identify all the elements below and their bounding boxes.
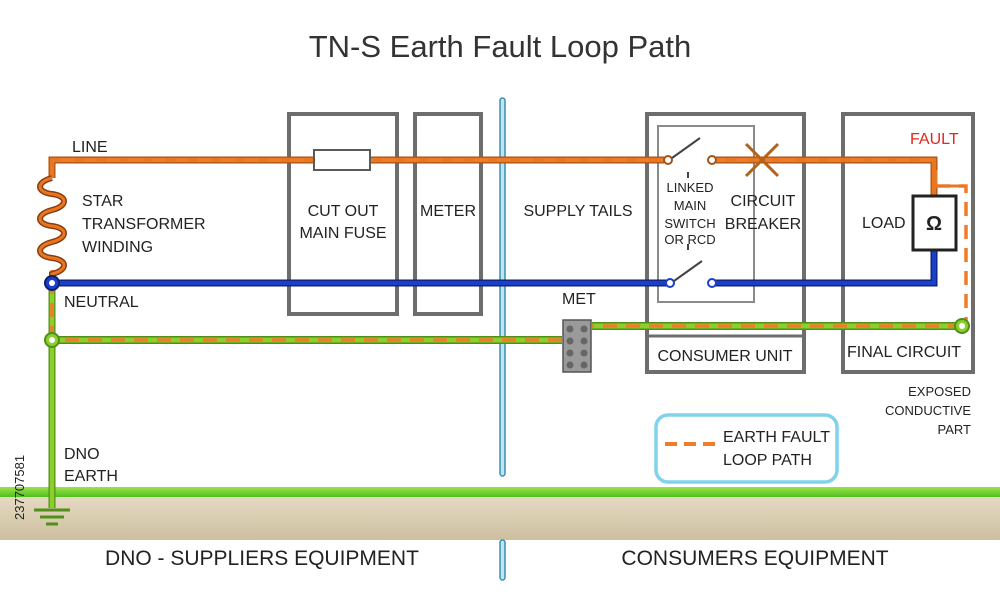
met-terminal-block-icon: [562, 319, 592, 373]
neutral-label: NEUTRAL: [64, 294, 139, 311]
consumers-equipment-label: CONSUMERS EQUIPMENT: [621, 547, 888, 570]
star-label: STAR: [82, 193, 123, 210]
circuit-breaker-icon: [744, 142, 780, 178]
part-label: PART: [938, 422, 972, 437]
conductive-label: CONDUCTIVE: [885, 403, 971, 418]
exposed-label: EXPOSED: [908, 384, 971, 399]
line-label: LINE: [72, 139, 108, 156]
winding-label: WINDING: [82, 239, 153, 256]
legend-label-line1: EARTH FAULT: [723, 429, 830, 446]
supply-tails-label: SUPPLY TAILS: [523, 203, 632, 220]
ground-soil: [0, 494, 1000, 540]
watermark-id: 237707581: [12, 455, 27, 520]
cut-out-label: CUT OUT: [308, 203, 379, 220]
earth-junction-dno-center: [49, 337, 55, 343]
main-switch-box: [657, 125, 755, 303]
breaker-label: BREAKER: [725, 216, 801, 233]
linked-label: LINKED: [667, 180, 714, 195]
main-switch-neutral-icon: [665, 260, 717, 288]
main-fuse-icon: [313, 149, 371, 171]
page-title: TN-S Earth Fault Loop Path: [309, 29, 692, 64]
consumer-unit-label: CONSUMER UNIT: [657, 348, 792, 365]
or-rcd-label: OR RCD: [664, 232, 715, 247]
fault-connection: [934, 170, 966, 188]
ground-symbol-icon: [34, 508, 70, 526]
meter-label: METER: [420, 203, 476, 220]
main-switch-line-icon: [663, 137, 717, 165]
neutral-star-point-center: [49, 280, 55, 286]
earth-label: EARTH: [64, 468, 118, 485]
dno-label: DNO: [64, 446, 100, 463]
earth-fault-loop-path: [50, 158, 968, 342]
dno-suppliers-equipment-label: DNO - SUPPLIERS EQUIPMENT: [105, 547, 419, 570]
boundary-divider: [499, 97, 506, 581]
met-label: MET: [562, 291, 596, 308]
transformer-winding-icon: [37, 175, 67, 283]
earth-junction-load-center: [959, 323, 965, 329]
load-label: LOAD: [862, 215, 906, 232]
load-symbol: Ω: [926, 213, 942, 235]
switch-label: SWITCH: [664, 216, 715, 231]
main-label: MAIN: [674, 198, 707, 213]
transformer-label: TRANSFORMER: [82, 216, 206, 233]
final-circuit-label: FINAL CIRCUIT: [847, 344, 961, 361]
circuit-label: CIRCUIT: [731, 193, 796, 210]
load-icon: [911, 194, 958, 252]
legend: [654, 413, 839, 484]
fault-label: FAULT: [910, 131, 959, 148]
ground-grass: [0, 487, 1000, 497]
legend-label-line2: LOOP PATH: [723, 452, 812, 469]
neutral-conductor: [52, 250, 938, 287]
main-fuse-label: MAIN FUSE: [299, 225, 386, 242]
